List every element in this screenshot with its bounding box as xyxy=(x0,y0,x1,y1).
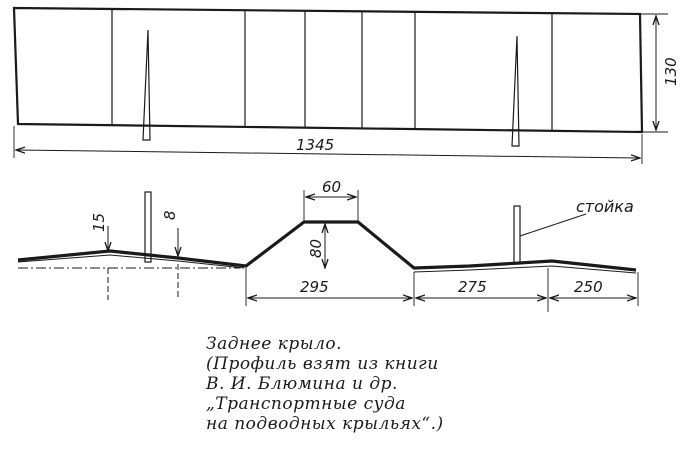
wing-profile-lower xyxy=(17,254,637,274)
dim-length xyxy=(13,126,643,164)
dim-60-label: 60 xyxy=(322,178,341,196)
caption-line: на подводных крыльях“.) xyxy=(206,414,444,434)
profile-strut-right xyxy=(513,205,521,265)
plan-strut-right xyxy=(511,35,520,147)
dim-275-label: 275 xyxy=(458,278,487,296)
dim-80-label: 80 xyxy=(307,239,325,258)
dim-length-label: 1345 xyxy=(296,136,334,154)
wing-plan-outline xyxy=(12,6,644,134)
dim-8-label: 8 xyxy=(161,210,179,220)
caption-line: (Профиль взят из книги xyxy=(206,354,439,374)
caption-line: В. И. Блюмина и др. xyxy=(206,374,398,394)
profile-strut-left xyxy=(144,191,152,263)
wing-profile xyxy=(17,220,637,272)
figure-caption: Заднее крыло. (Профиль взят из книги В. … xyxy=(206,334,444,434)
dim-295-label: 295 xyxy=(300,278,329,296)
strut-label: стойка xyxy=(576,197,634,216)
dim-height xyxy=(640,13,668,133)
strut-leader-line xyxy=(519,213,587,237)
caption-line: Заднее крыло. xyxy=(206,334,343,354)
plan-strut-left xyxy=(142,29,151,141)
dim-250-label: 250 xyxy=(574,278,603,296)
dim-bottom xyxy=(245,268,639,312)
caption-line: „Транспортные суда xyxy=(206,394,406,414)
profile-view xyxy=(17,191,637,274)
dim-15 xyxy=(18,226,240,300)
dim-15-label: 15 xyxy=(90,213,108,232)
plan-view xyxy=(12,6,644,147)
dim-height-label: 130 xyxy=(662,57,680,86)
dim-60 xyxy=(303,190,359,222)
